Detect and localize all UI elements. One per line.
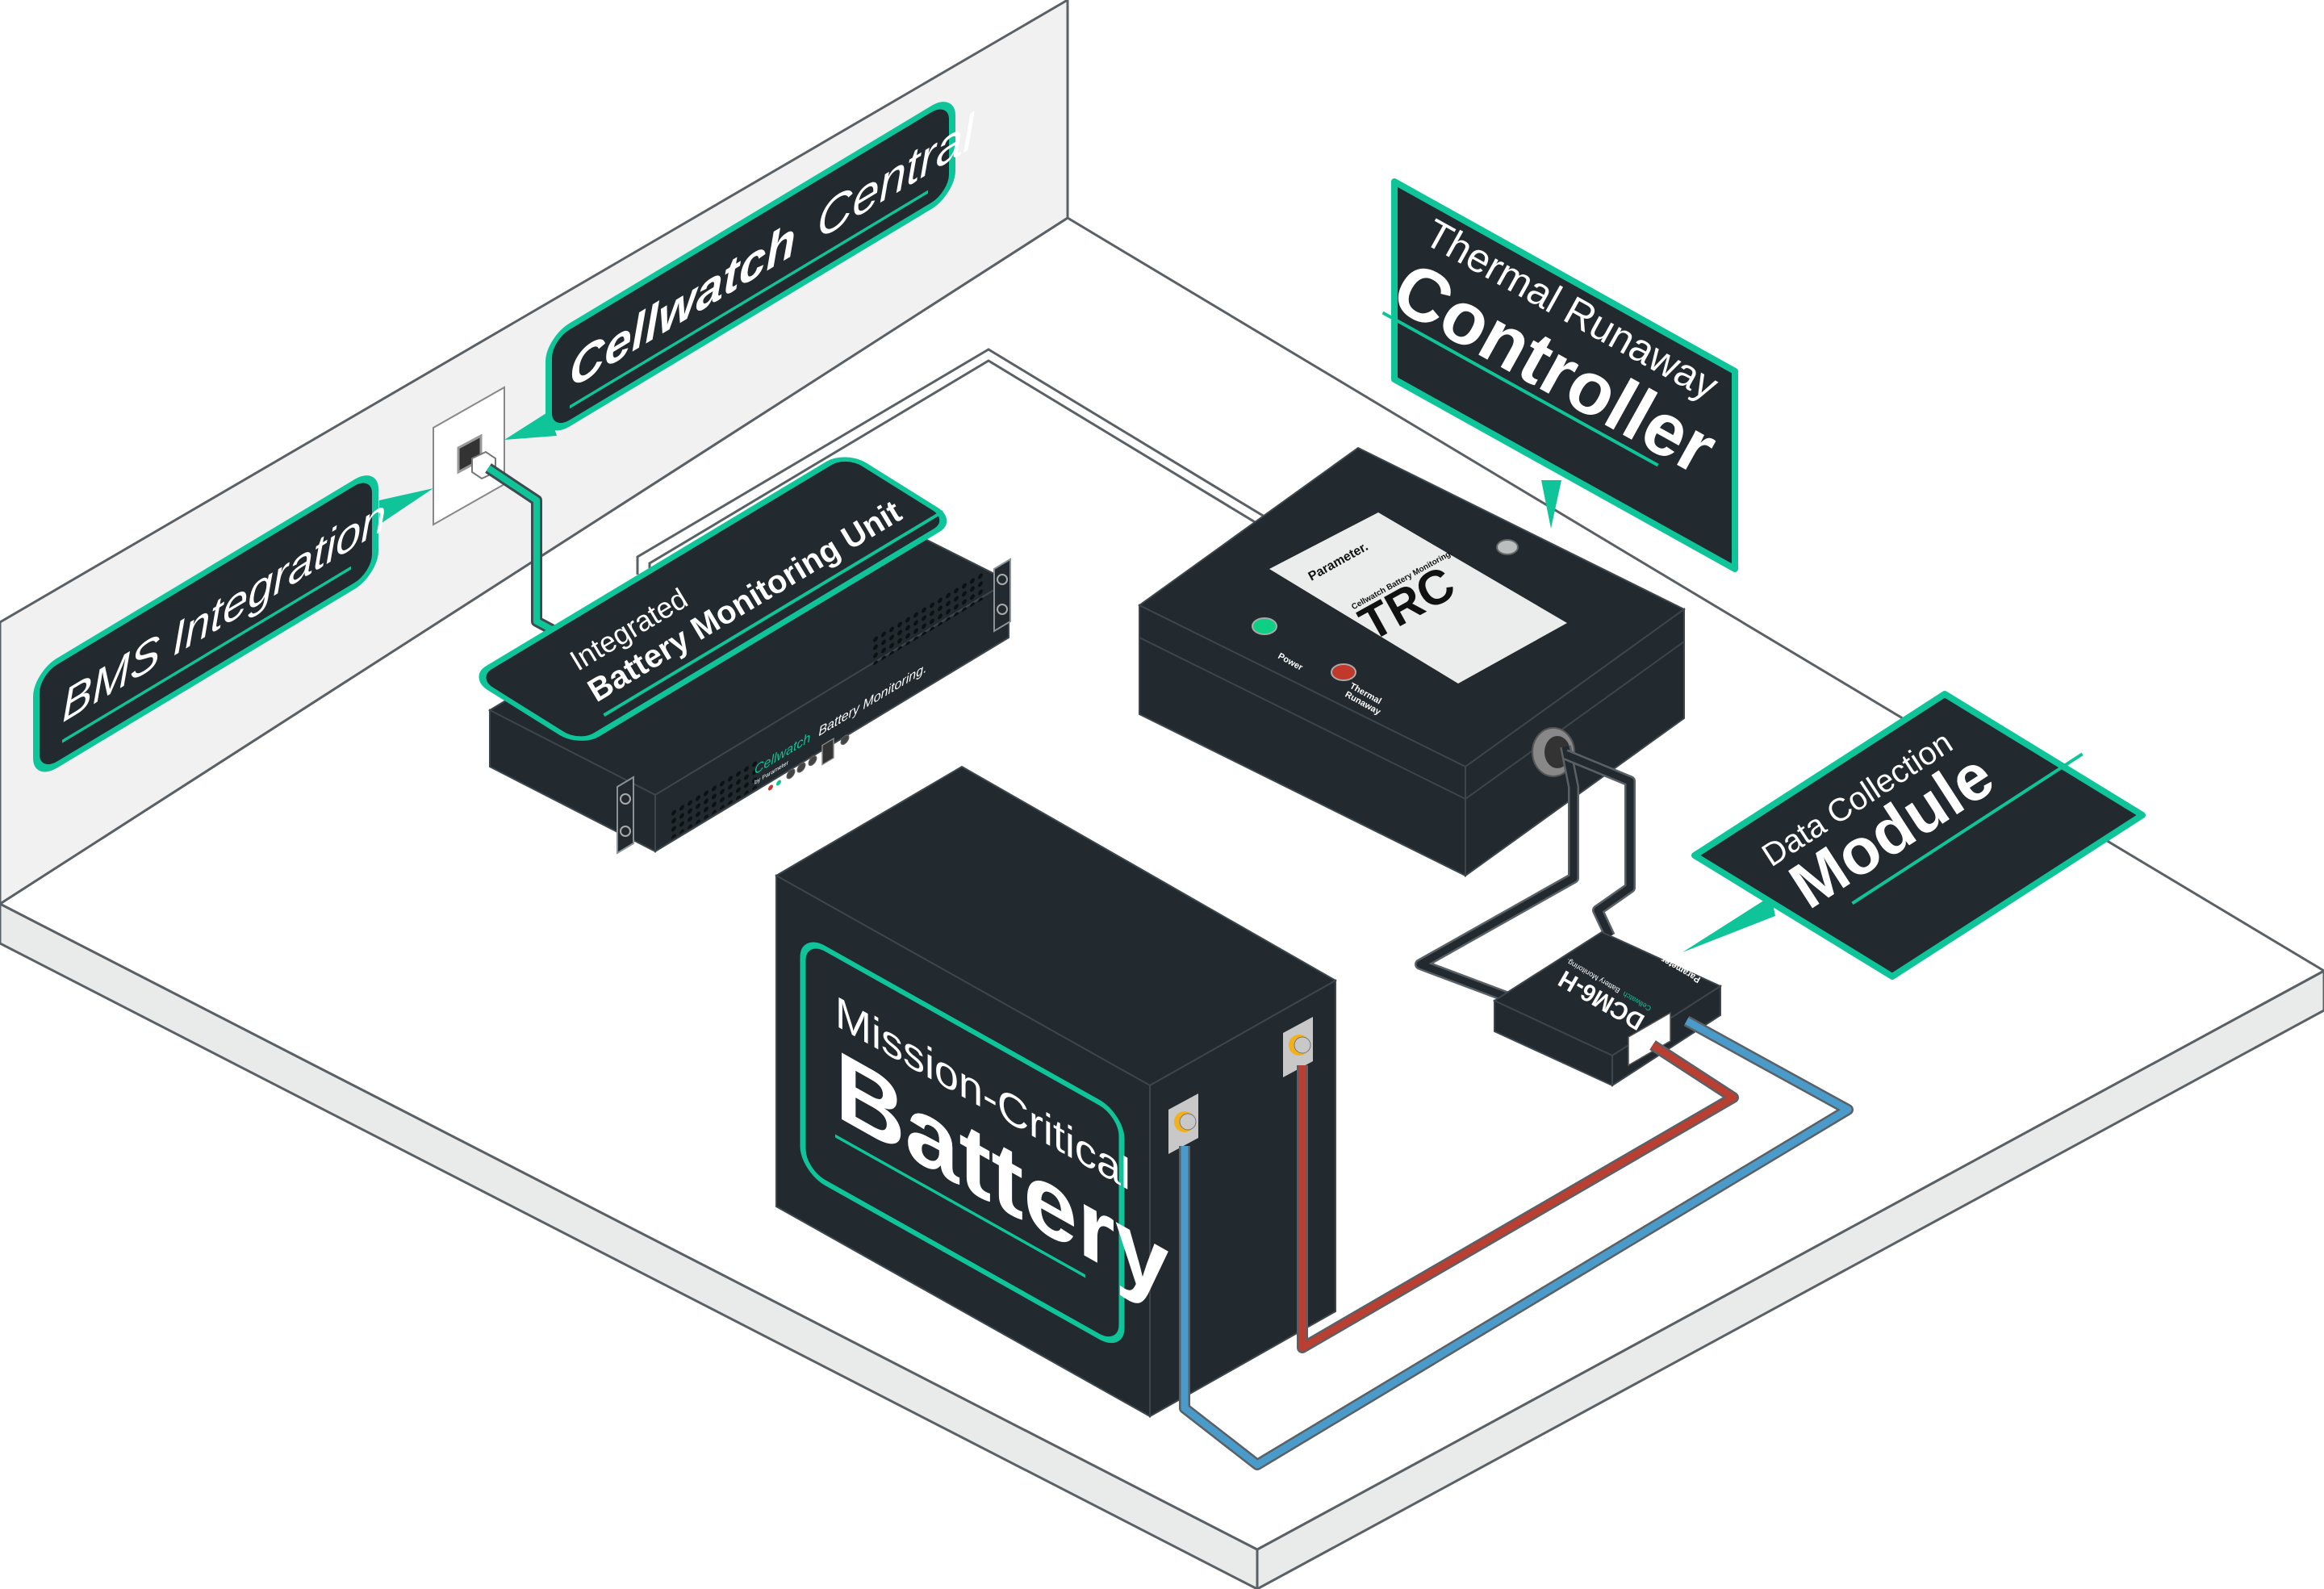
status-led-red [768,784,773,791]
vent-grille-icon [872,569,984,667]
status-led-green [776,780,781,786]
usb-port-icon[interactable] [821,737,834,766]
negative-terminal [1168,1093,1198,1154]
callout-pointer [504,412,557,440]
trc-label-plate [1269,512,1567,684]
positive-terminal [1283,1017,1313,1077]
power-led [1252,617,1277,635]
screw-icon [1496,539,1519,555]
thermal-runaway-led [1331,663,1356,681]
callout-pointer [1541,480,1561,529]
callout-pointer [379,488,433,525]
thermal-runaway-controller-box[interactable]: Parameter. Cellwatch Battery Monitoring.… [1138,446,1686,877]
vent-grille-icon [670,757,759,840]
connector-block [1628,1011,1671,1067]
mission-critical-battery[interactable]: Mission-Critical Battery [774,765,1338,1418]
callout-pointer [1682,896,1775,952]
network-wall-plate[interactable] [433,386,505,526]
rack-ear-left [617,776,634,855]
data-collection-module-dcm6h[interactable]: DCM6-H Cellwatch Battery Monitoring. Par… [1492,930,1723,1087]
callout-data-collection-module: Data Collection Module [1682,691,2146,980]
rack-ear-right [993,558,1011,633]
